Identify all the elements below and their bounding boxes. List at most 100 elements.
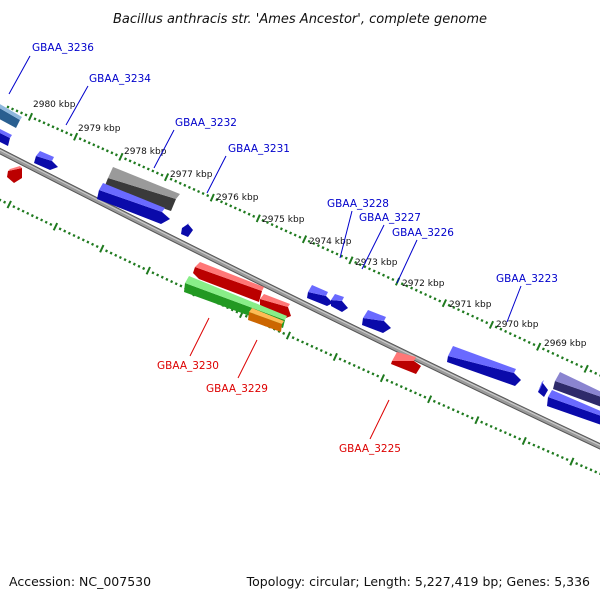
- minor-tick: [69, 133, 73, 137]
- major-tick: [441, 299, 448, 308]
- minor-tick: [81, 238, 85, 242]
- minor-tick: [96, 145, 100, 149]
- minor-tick: [19, 111, 24, 115]
- minor-tick: [63, 229, 67, 233]
- minor-tick: [371, 372, 375, 376]
- minor-tick: [532, 343, 536, 347]
- inner-tick-track: [0, 198, 600, 475]
- minor-tick: [329, 353, 333, 357]
- gene-label: GBAA_3232: [175, 117, 237, 129]
- minor-tick: [197, 189, 201, 194]
- minor-tick: [546, 349, 550, 353]
- major-tick: [209, 193, 215, 202]
- minor-tick: [579, 464, 583, 468]
- minor-tick: [310, 344, 314, 348]
- minor-tick: [480, 318, 484, 323]
- minor-tick: [513, 334, 517, 338]
- gene-label-leaders: [8, 55, 522, 440]
- minor-tick: [456, 410, 460, 414]
- minor-tick: [315, 346, 319, 350]
- minor-tick: [128, 260, 132, 264]
- minor-tick: [156, 273, 160, 277]
- gene-blue-small: [181, 222, 193, 237]
- minor-tick: [183, 183, 187, 187]
- minor-tick: [461, 412, 465, 416]
- kbp-label: 2971 kbp: [449, 300, 492, 310]
- major-tick: [163, 173, 170, 182]
- gene-label: GBAA_3227: [359, 212, 421, 224]
- minor-tick: [565, 457, 569, 462]
- minor-tick: [575, 362, 579, 366]
- minor-tick: [594, 371, 598, 375]
- minor-tick: [589, 468, 593, 472]
- minor-tick: [589, 369, 593, 373]
- minor-tick: [556, 354, 560, 358]
- minor-tick: [541, 347, 545, 351]
- minor-tick: [338, 357, 342, 361]
- kbp-label: 2975 kbp: [262, 215, 305, 225]
- major-tick: [145, 266, 151, 275]
- minor-tick: [594, 470, 598, 474]
- minor-tick: [12, 205, 16, 209]
- minor-tick: [386, 275, 390, 279]
- gene-blue-small: [538, 380, 548, 397]
- minor-tick: [15, 109, 19, 113]
- minor-tick: [78, 137, 82, 141]
- major-tick: [301, 235, 308, 244]
- major-tick: [521, 436, 527, 446]
- major-tick: [73, 132, 79, 141]
- gene-blue-small: [307, 285, 333, 306]
- minor-tick: [275, 225, 279, 229]
- minor-tick: [21, 209, 25, 213]
- minor-tick: [114, 153, 118, 157]
- minor-tick: [316, 244, 320, 248]
- minor-tick: [101, 147, 105, 151]
- minor-tick: [252, 214, 256, 218]
- minor-tick: [118, 255, 122, 260]
- minor-tick: [395, 382, 399, 387]
- minor-tick: [446, 406, 451, 410]
- minor-tick: [518, 437, 522, 441]
- minor-tick: [279, 227, 283, 231]
- gene-blue-long: [547, 390, 600, 425]
- minor-tick: [83, 139, 87, 143]
- minor-tick: [575, 462, 579, 466]
- minor-tick: [428, 295, 432, 299]
- minor-tick: [343, 359, 347, 363]
- minor-tick: [452, 305, 456, 310]
- minor-tick: [291, 336, 295, 340]
- minor-tick: [233, 206, 237, 210]
- major-tick: [474, 416, 480, 425]
- major-tick: [99, 244, 105, 253]
- minor-tick: [470, 416, 474, 420]
- minor-tick: [151, 169, 155, 173]
- minor-tick: [0, 198, 2, 202]
- minor-tick: [340, 254, 344, 258]
- minor-tick: [114, 253, 118, 257]
- kbp-label: 2972 kbp: [402, 279, 445, 289]
- gene-label: GBAA_3230: [157, 360, 219, 372]
- minor-tick: [377, 271, 381, 275]
- minor-tick: [242, 210, 247, 214]
- minor-tick: [437, 401, 441, 405]
- kbp-label: 2980 kbp: [33, 100, 76, 110]
- minor-tick: [366, 370, 370, 374]
- minor-tick: [170, 280, 174, 284]
- gene-blue-small: [362, 310, 391, 333]
- minor-tick: [438, 299, 442, 303]
- minor-tick: [261, 218, 265, 222]
- minor-tick: [174, 282, 178, 286]
- minor-tick: [206, 194, 210, 198]
- minor-tick: [296, 338, 300, 342]
- minor-tick: [465, 414, 469, 418]
- minor-tick: [485, 321, 489, 325]
- minor-tick: [471, 314, 475, 318]
- minor-tick: [518, 336, 522, 340]
- minor-tick: [330, 250, 334, 254]
- minor-tick: [178, 181, 182, 185]
- minor-tick: [484, 422, 488, 426]
- minor-tick: [344, 256, 348, 260]
- major-tick: [536, 342, 542, 351]
- gene-label: GBAA_3223: [496, 273, 558, 285]
